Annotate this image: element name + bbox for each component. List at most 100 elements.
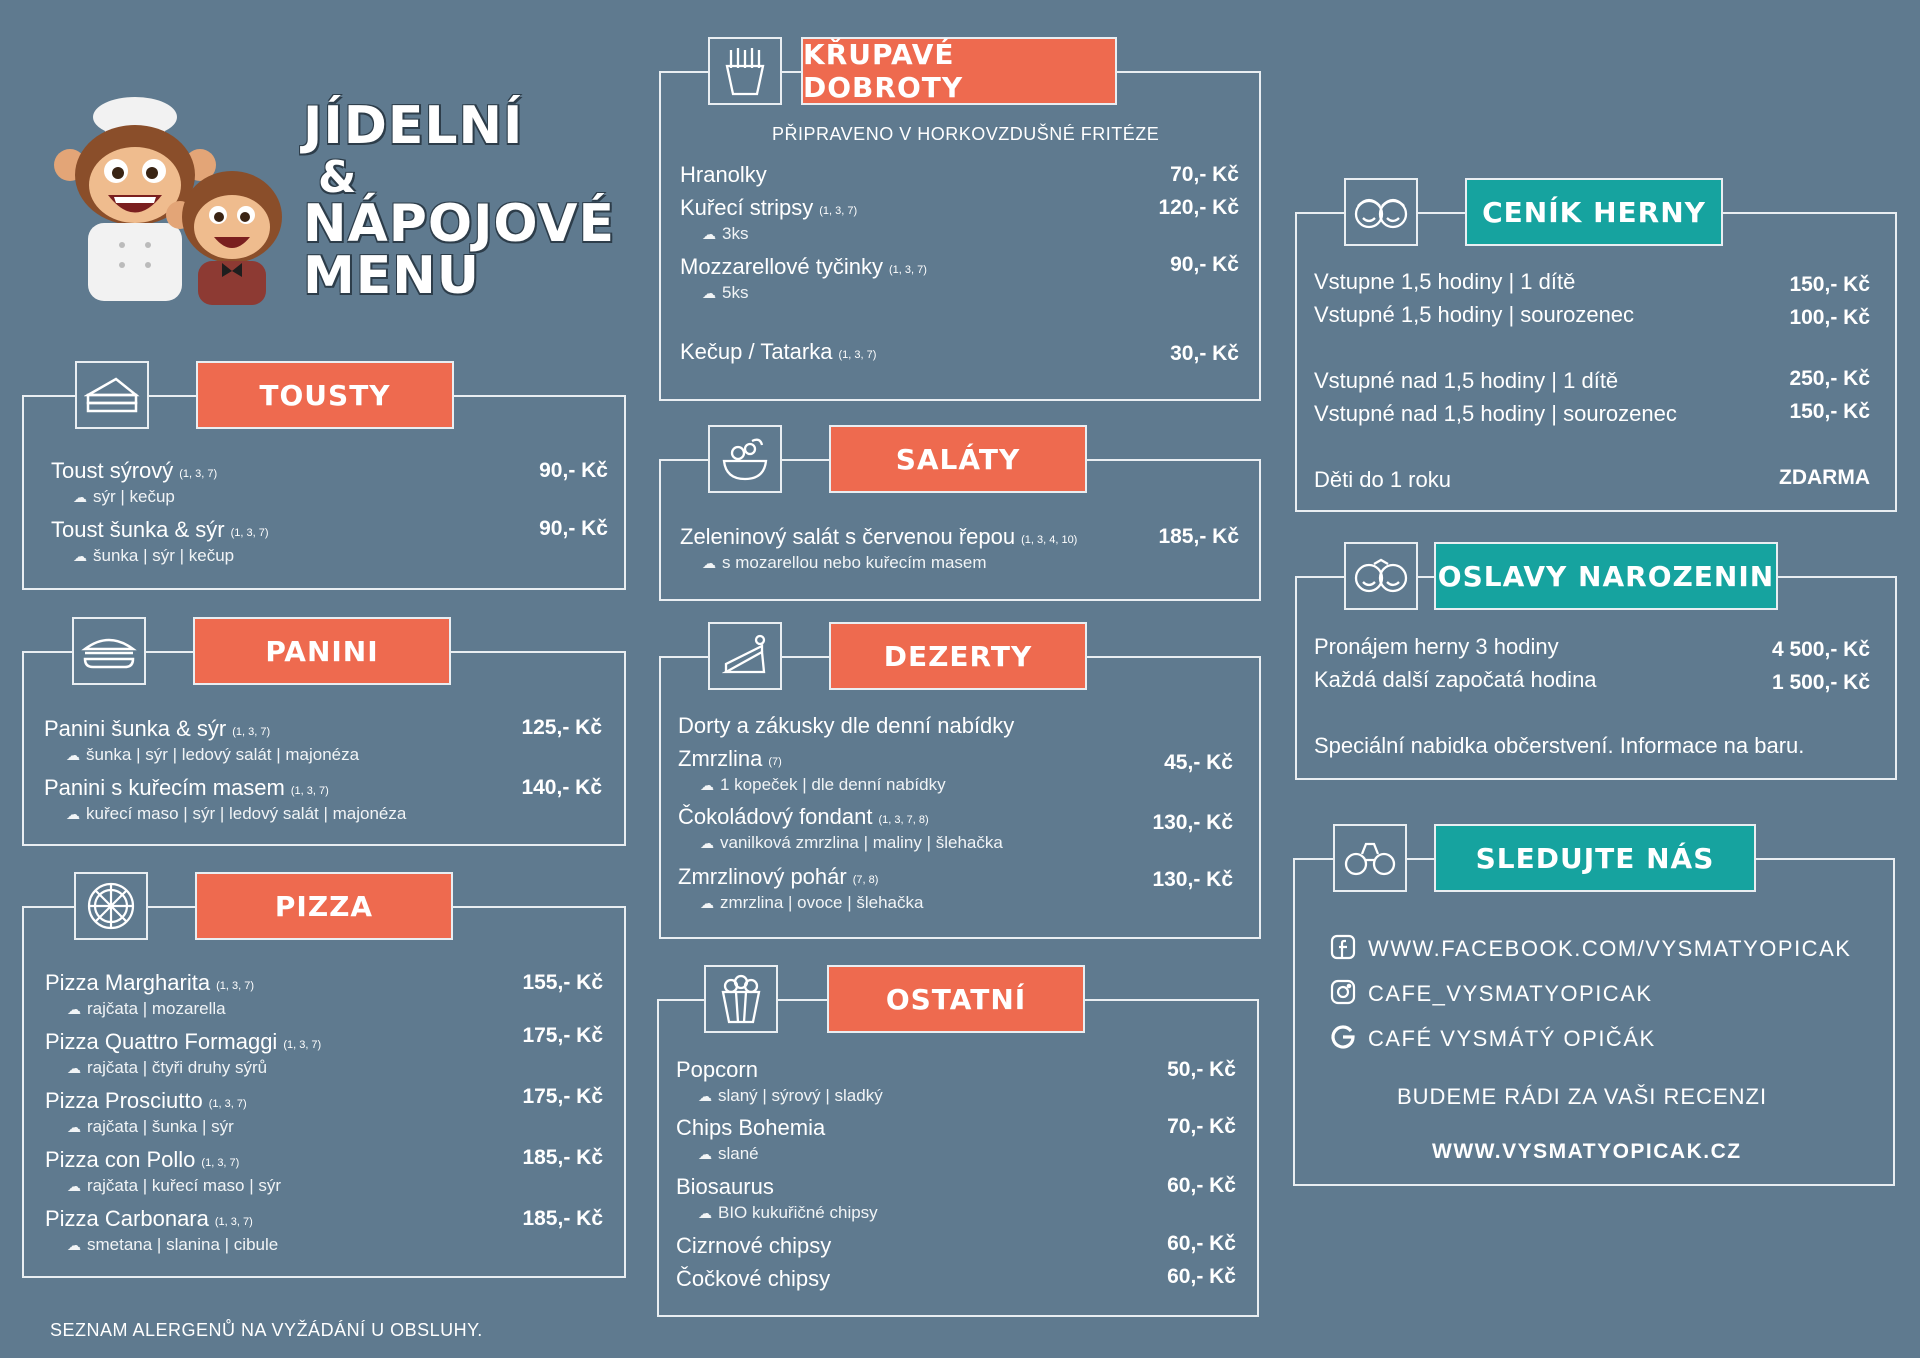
price-row: Vstupné 1,5 hodiny | sourozenec: [1314, 302, 1634, 328]
cake-icon: [708, 622, 782, 690]
menu-item: Cizrnové chipsy: [676, 1233, 831, 1259]
chef-hat-icon: ☁: [698, 1088, 712, 1104]
chef-hat-icon: ☁: [67, 1237, 81, 1253]
menu-item: Mozzarellové tyčinky(1, 3, 7) ☁5ks: [680, 254, 927, 303]
item-price: 140,- Kč: [521, 776, 602, 799]
chef-hat-icon: ☁: [702, 555, 716, 571]
price-row: Děti do 1 roku: [1314, 467, 1451, 493]
instagram-handle: CAFE_VYSMATYOPICAK: [1368, 980, 1653, 1006]
menu-item: Pizza Prosciutto (1, 3, 7) ☁ rajčata | šun…: [45, 1088, 247, 1137]
google-link[interactable]: CAFÉ VYSMÁTÝ OPIČÁK: [1330, 1024, 1656, 1056]
oslavy-title: OSLAVY NAROZENIN: [1434, 542, 1778, 610]
item-allergens: (1, 3, 7): [232, 726, 271, 738]
item-allergens: (1, 3, 7): [230, 527, 269, 539]
price-row-value: 1 500,- Kč: [1771, 671, 1870, 694]
menu-item: Chips Bohemia ☁slané: [676, 1115, 825, 1164]
website-link[interactable]: WWW.VYSMATYOPICAK.CZ: [1432, 1140, 1742, 1163]
item-name: Biosaurus: [676, 1174, 774, 1199]
facebook-link[interactable]: WWW.FACEBOOK.COM/VYSMATYOPICAK: [1330, 934, 1851, 966]
item-price: 30,- Kč: [1170, 342, 1239, 365]
item-allergens: (1, 3, 7): [214, 1216, 253, 1228]
price-row-value: 4 500,- Kč: [1771, 638, 1870, 661]
item-price: 185,- Kč: [522, 1207, 603, 1230]
item-name: Pizza Prosciutto: [45, 1088, 203, 1113]
item-allergens: (7, 8): [852, 874, 879, 886]
instagram-link[interactable]: CAFE_VYSMATYOPICAK: [1330, 979, 1653, 1011]
sledujte-section: [1293, 858, 1895, 1186]
ostatni-title: OSTATNÍ: [827, 965, 1085, 1033]
item-price: 50,- Kč: [1167, 1058, 1236, 1081]
item-description: vanilková zmrzlina | maliny | šlehačka: [720, 833, 1003, 852]
oslavy-note: Speciální nabidka občerstvení. Informace…: [1314, 733, 1805, 758]
item-description: slaný | sýrový | sladký: [718, 1086, 883, 1105]
item-description: 5ks: [722, 283, 749, 302]
pizza-icon: [74, 872, 148, 940]
menu-title-line-1: JÍDELNÍ: [303, 96, 524, 156]
item-description: šunka | sýr | ledový salát | majonéza: [86, 745, 360, 764]
item-name: Čočkové chipsy: [676, 1266, 831, 1291]
item-price: 60,- Kč: [1167, 1174, 1236, 1197]
menu-title-line-3: NÁPOJOVÉ: [303, 194, 616, 254]
menu-item: Zeleninový salát s červenou řepou(1, 3, …: [680, 524, 1077, 573]
item-description: slané: [718, 1144, 759, 1163]
item-allergens: (1, 3, 7): [201, 1157, 240, 1169]
sandwich-icon: [75, 361, 149, 429]
chef-hat-icon: ☁: [67, 1060, 81, 1076]
menu-item: Pizza Margharita(1, 3, 7) ☁rajčata | moz…: [45, 970, 254, 1019]
item-description: rajčata | šunka | sýr: [87, 1117, 234, 1136]
chef-hat-icon: ☁: [67, 1001, 81, 1017]
salaty-title: SALÁTY: [829, 425, 1087, 493]
item-name: Popcorn: [676, 1057, 758, 1082]
chef-hat-icon: ☁: [66, 806, 80, 822]
price-row-label: Každá další započatá hodina: [1314, 667, 1597, 692]
chef-hat-icon: ☁: [66, 747, 80, 763]
price-row-value: 250,- Kč: [1789, 367, 1870, 390]
menu-item: Pizza con Pollo(1, 3, 7) ☁rajčata | kuře…: [45, 1147, 281, 1196]
item-price: 60,- Kč: [1167, 1265, 1236, 1288]
menu-item: Kečup / Tatarka(1, 3, 7): [680, 339, 876, 365]
item-name: Toust sýrový: [51, 458, 174, 483]
item-name: Toust šunka & sýr: [51, 517, 225, 542]
item-name: Panini s kuřecím masem: [44, 775, 285, 800]
price-row-label: Vstupné nad 1,5 hodiny | sourozenec: [1314, 401, 1677, 426]
price-row-label: Vstupné 1,5 hodiny | sourozenec: [1314, 302, 1635, 327]
menu-item: Pizza Carbonara(1, 3, 7) ☁smetana | slan…: [45, 1206, 278, 1255]
chef-hat-icon: ☁: [67, 1119, 81, 1135]
price-row: Pronájem herny 3 hodiny: [1314, 634, 1559, 660]
binoculars-icon: [1333, 824, 1407, 892]
menu-item: Panini šunka & sýr (1, 3, 7) ☁ šunka | sýr…: [44, 716, 359, 765]
item-description: s mozarellou nebo kuřecím masem: [722, 553, 987, 572]
item-allergens: (1, 3, 7): [179, 468, 218, 480]
item-name: Panini šunka & sýr: [44, 716, 227, 741]
chef-hat-icon: ☁: [700, 777, 714, 793]
chef-hat-icon: ☁: [702, 285, 716, 301]
chef-hat-icon: ☁: [73, 489, 87, 505]
item-price: 155,- Kč: [522, 971, 603, 994]
item-description: kuřecí maso | sýr | ledový salát | majon…: [86, 804, 407, 823]
item-allergens: (1, 3, 7): [208, 1098, 247, 1110]
item-name: Zeleninový salát s červenou řepou: [680, 524, 1016, 549]
item-allergens: (7): [768, 756, 782, 768]
krupave-subtitle: PŘIPRAVENO V HORKOVZDUŠNÉ FRITÉZE: [772, 124, 1160, 144]
price-row: Vstupné nad 1,5 hodiny | sourozenec: [1314, 401, 1677, 427]
item-name: Cizrnové chipsy: [676, 1233, 832, 1258]
item-description: zmrzlina | ovoce | šlehačka: [720, 893, 924, 912]
item-name: Hranolky: [680, 162, 767, 187]
fries-icon: [708, 37, 782, 105]
item-price: 45,- Kč: [1164, 751, 1233, 774]
item-name: Zmrzlinový pohár: [678, 864, 847, 889]
chef-hat-icon: ☁: [702, 226, 716, 242]
menu-item: Toust sýrový(1, 3, 7) ☁sýr | kečup: [51, 458, 217, 507]
item-price: 175,- Kč: [522, 1024, 603, 1047]
item-price: 185,- Kč: [522, 1146, 603, 1169]
item-name: Zmrzlina: [678, 746, 763, 771]
item-price: 90,- Kč: [539, 459, 608, 482]
item-name: Kuřecí stripsy: [680, 195, 814, 220]
dezerty-title: DEZERTY: [829, 622, 1087, 690]
dezerty-intro: Dorty a zákusky dle denní nabídky: [678, 713, 1015, 738]
panini-title: PANINI: [193, 617, 451, 685]
item-price: 70,- Kč: [1170, 163, 1239, 186]
price-row-value: 100,- Kč: [1789, 306, 1870, 329]
price-row-value: ZDARMA: [1779, 466, 1870, 489]
price-row: Každá další započatá hodina: [1314, 667, 1597, 693]
